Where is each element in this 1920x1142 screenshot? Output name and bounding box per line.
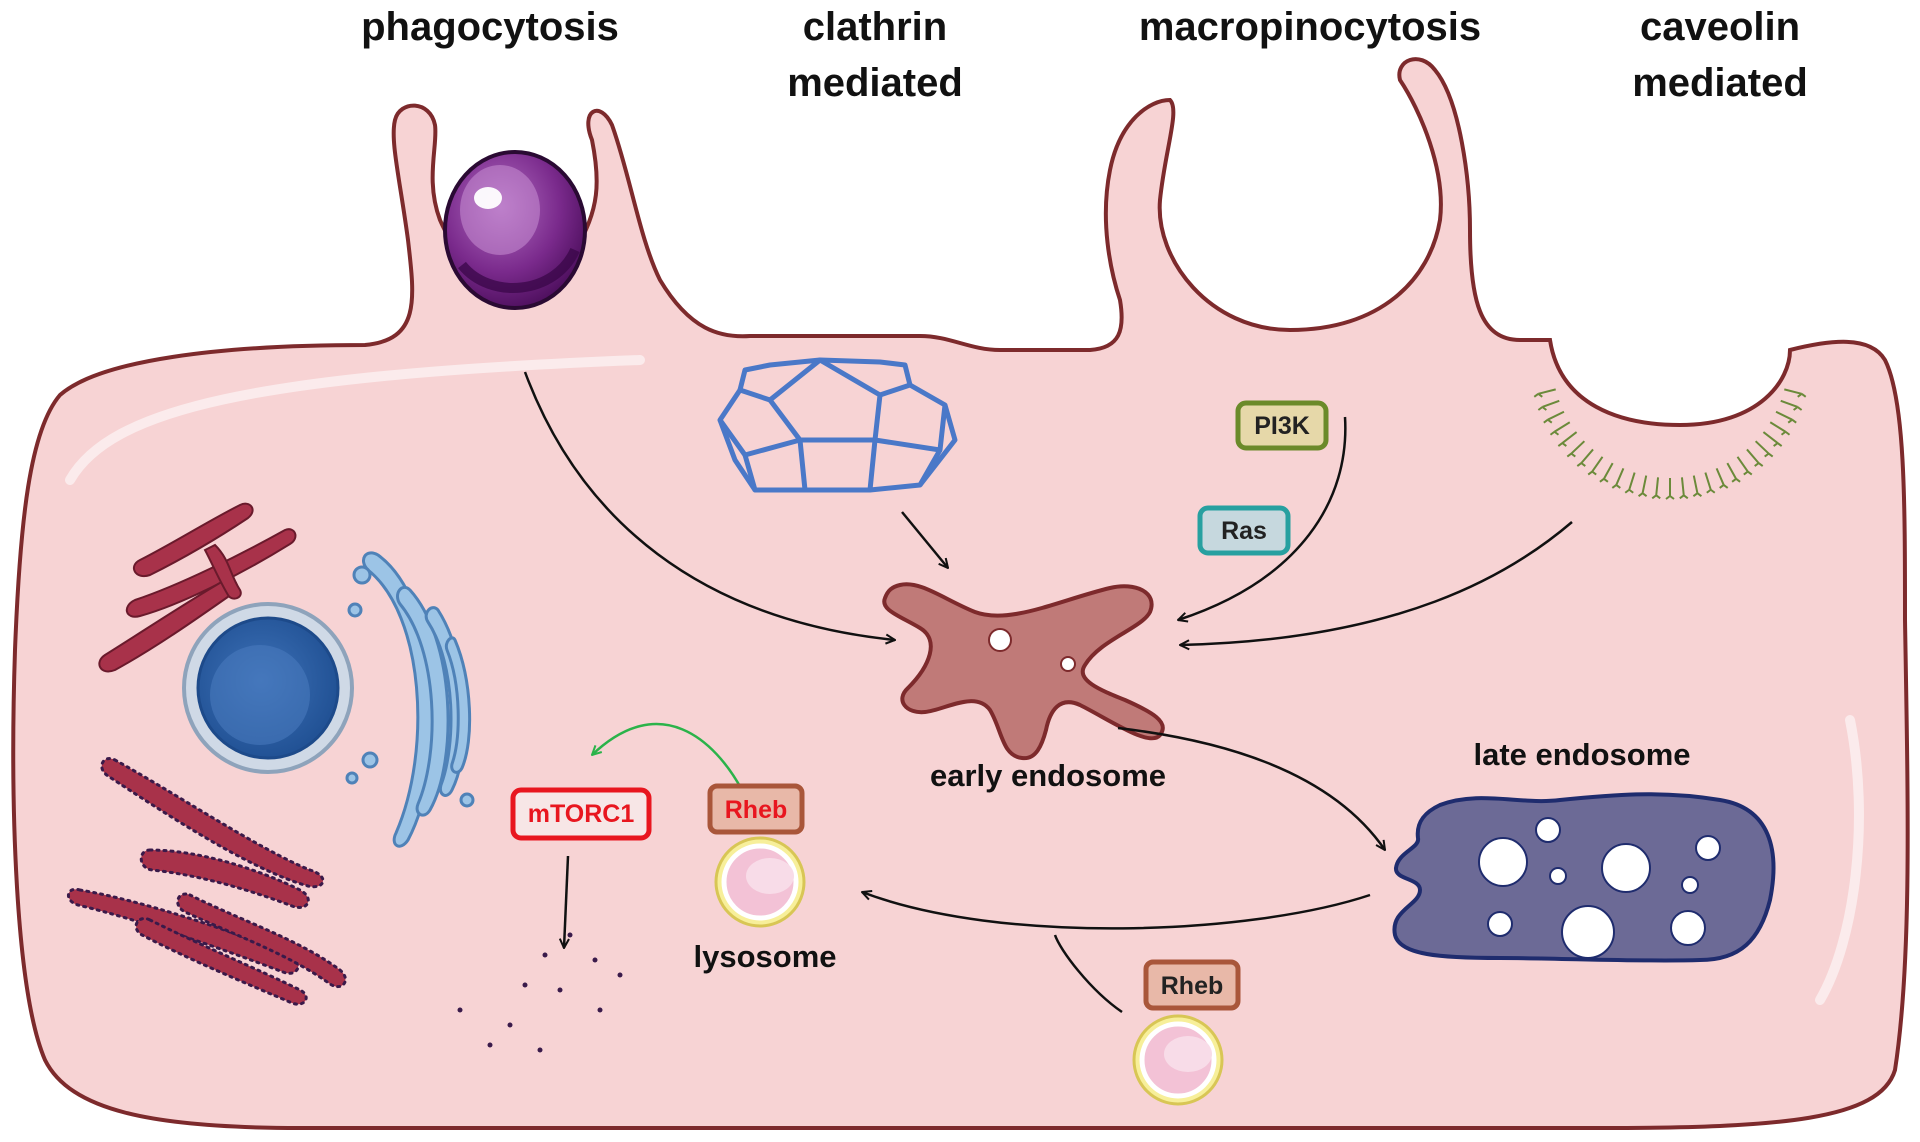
lysosome: [714, 836, 806, 928]
label-late-endosome: late endosome: [1473, 737, 1690, 772]
caveolin-spike: [1769, 421, 1791, 436]
caveolin-spike: [1726, 462, 1741, 483]
caveolin-spike: [1762, 431, 1783, 447]
rough-endoplasmic-reticulum: [67, 757, 347, 1006]
mtorc1-badge: mTORC1: [510, 787, 652, 841]
label-lysosome: lysosome: [693, 939, 836, 974]
caveolin-spike: [1692, 475, 1703, 498]
caveolin-spike: [1754, 440, 1774, 458]
label-early-endosome: early endosome: [930, 758, 1166, 793]
early-endosome: [882, 582, 1165, 761]
caveolin-spike: [1784, 388, 1807, 398]
caveolin-spike: [1543, 410, 1565, 424]
ras-label: Ras: [1221, 517, 1267, 545]
phagocytosed-particle: [443, 150, 587, 310]
nucleus: [182, 602, 354, 774]
caveolin-spike: [1624, 472, 1636, 494]
caveolin-spike: [1637, 475, 1648, 498]
label-clathrin: clathrin: [803, 5, 947, 49]
caveolin-spike: [1665, 478, 1675, 500]
ras-badge: Ras: [1197, 505, 1291, 556]
caveolin-spike: [1704, 472, 1716, 494]
caveolin-spike: [1780, 399, 1803, 411]
endoplasmic-reticulum-upper: [98, 502, 297, 673]
arrow-mtorc1-to-output: [564, 855, 568, 948]
arrow-clathrin-to-early-endosome: [901, 511, 948, 568]
label-clathrin-mediated: mediated: [787, 61, 963, 105]
arrow-late-endosome-to-lysosome: [862, 892, 1371, 930]
caveolin-spike: [1533, 388, 1556, 398]
rheb-vesicle-label: Rheb: [1161, 972, 1224, 1000]
caveolin-spike: [1599, 462, 1614, 483]
late-endosome: [1392, 792, 1776, 963]
rheb-lysosome-label: Rheb: [725, 796, 788, 824]
rheb-lysosome-badge: Rheb: [707, 783, 805, 835]
line-rheb-vesicle-to-pathway: [1053, 934, 1123, 1014]
arrow-caveolin-to-early-endosome: [1180, 521, 1573, 645]
caveolin-coat: [1533, 388, 1807, 500]
caveolin-spike: [1566, 440, 1586, 458]
caveolin-spike: [1775, 410, 1797, 424]
activation-arrow-rheb-to-mtorc1: [592, 722, 744, 791]
golgi-apparatus: [345, 551, 475, 848]
arrow-phagocytosis-to-early-endosome: [523, 371, 895, 640]
caveolin-spike: [1557, 431, 1578, 447]
caveolin-spike: [1587, 456, 1604, 476]
clathrin-coated-pit: [717, 357, 958, 493]
rheb-vesicle: [1132, 1014, 1224, 1106]
label-phagocytosis: phagocytosis: [361, 5, 619, 49]
cell-highlight: [65, 355, 645, 485]
caveolin-spike: [1537, 399, 1560, 411]
caveolin-spike: [1651, 477, 1661, 500]
cell-highlight-right: [1815, 715, 1864, 1005]
caveolin-spike: [1736, 456, 1753, 476]
arrow-early-to-late-endosome: [1117, 726, 1385, 850]
pi3k-badge: PI3K: [1235, 400, 1329, 451]
pi3k-label: PI3K: [1254, 412, 1310, 440]
mtorc1-output-dots: [457, 932, 623, 1053]
mtorc1-label: mTORC1: [528, 800, 635, 828]
caveolin-spike: [1715, 468, 1729, 489]
caveolin-spike: [1549, 421, 1571, 436]
arrow-macropinocytosis-to-early-endosome: [1178, 416, 1347, 620]
caveolin-spike: [1576, 448, 1594, 467]
pathway-arrows: [523, 371, 1573, 1014]
rheb-vesicle-badge: Rheb: [1143, 959, 1241, 1011]
caveolin-spike: [1611, 468, 1625, 489]
label-caveolin: caveolin: [1640, 5, 1800, 49]
label-caveolin-mediated: mediated: [1632, 61, 1808, 105]
label-macropinocytosis: macropinocytosis: [1139, 5, 1481, 49]
caveolin-spike: [1746, 448, 1764, 467]
caveolin-spike: [1679, 477, 1689, 500]
